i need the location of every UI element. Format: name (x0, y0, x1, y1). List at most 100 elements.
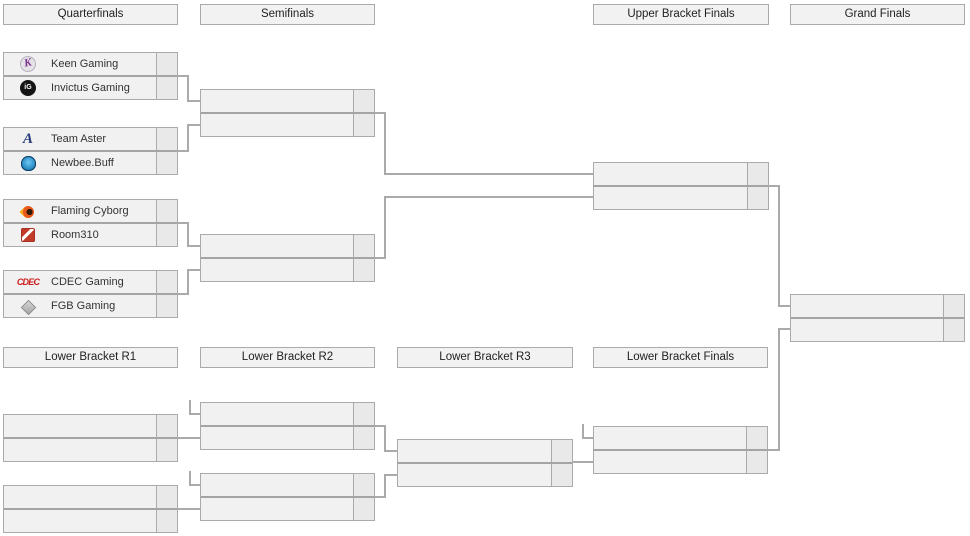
match-lower-r1-1 (3, 414, 178, 462)
match-quarterfinal-1: K Keen Gaming iG Invictus Gaming (3, 52, 178, 100)
match-lower-r2-2 (200, 473, 375, 521)
empty-team-slot (398, 440, 572, 464)
score-cell (353, 259, 374, 281)
header-lower-bracket-r1: Lower Bracket R1 (3, 347, 178, 368)
empty-team-slot (594, 187, 768, 209)
connector-line (375, 112, 386, 114)
team-slot-cdec-gaming[interactable]: CDEC CDEC Gaming (4, 271, 177, 295)
empty-team-slot (594, 427, 767, 451)
connector-line (384, 196, 386, 259)
empty-team-slot (201, 259, 374, 281)
empty-team-slot (201, 427, 374, 449)
icon-wrap (11, 155, 45, 171)
score-cell (156, 200, 177, 222)
header-lower-bracket-r2: Lower Bracket R2 (200, 347, 375, 368)
connector-line (573, 461, 593, 463)
score-cell (156, 224, 177, 246)
connector-line (187, 245, 200, 247)
score-cell (156, 415, 177, 437)
team-aster-icon: A (22, 131, 33, 147)
empty-team-slot (791, 319, 964, 341)
flaming-cyborg-icon (19, 203, 37, 221)
score-cell (353, 474, 374, 496)
connector-line (189, 413, 200, 415)
match-quarterfinal-3: Flaming Cyborg Room310 (3, 199, 178, 247)
team-name: FGB Gaming (51, 300, 116, 312)
icon-wrap: iG (11, 80, 45, 96)
score-cell (746, 451, 767, 473)
connector-line (187, 124, 200, 126)
match-lower-r2-1 (200, 402, 375, 450)
header-lower-bracket-r3: Lower Bracket R3 (397, 347, 573, 368)
connector-line (384, 173, 593, 175)
empty-team-slot (594, 163, 768, 187)
room310-icon (21, 228, 35, 242)
team-slot-keen-gaming[interactable]: K Keen Gaming (4, 53, 177, 77)
empty-team-slot (201, 498, 374, 520)
connector-line (384, 196, 593, 198)
connector-line (189, 471, 191, 486)
team-slot-room310[interactable]: Room310 (4, 224, 177, 246)
match-grand-finals (790, 294, 965, 342)
team-name: Room310 (51, 229, 99, 241)
connector-line (384, 425, 386, 452)
match-upper-bracket-finals (593, 162, 769, 210)
connector-line (375, 425, 386, 427)
match-semifinal-2 (200, 234, 375, 282)
connector-line (187, 75, 189, 102)
empty-team-slot (201, 90, 374, 114)
icon-wrap: CDEC (11, 274, 45, 290)
match-lower-r3 (397, 439, 573, 487)
connector-line (178, 437, 200, 439)
score-cell (156, 53, 177, 75)
newbee-buff-icon (20, 155, 36, 171)
score-cell (156, 128, 177, 150)
connector-line (187, 100, 200, 102)
team-name: CDEC Gaming (51, 276, 124, 288)
keen-gaming-icon: K (18, 54, 38, 74)
connector-line (769, 185, 780, 187)
team-slot-flaming-cyborg[interactable]: Flaming Cyborg (4, 200, 177, 224)
icon-wrap (11, 203, 45, 221)
team-slot-invictus-gaming[interactable]: iG Invictus Gaming (4, 77, 177, 99)
score-cell (943, 319, 964, 341)
empty-team-slot (594, 451, 767, 473)
connector-line (187, 222, 189, 247)
connector-line (384, 450, 397, 452)
connector-line (768, 449, 780, 451)
score-cell (353, 235, 374, 257)
header-semifinals: Semifinals (200, 4, 375, 25)
score-cell (156, 271, 177, 293)
empty-team-slot (398, 464, 572, 486)
team-name: Keen Gaming (51, 58, 119, 70)
empty-team-slot (4, 486, 177, 510)
match-quarterfinal-2: A Team Aster Newbee.Buff (3, 127, 178, 175)
connector-line (178, 222, 189, 224)
connector-line (187, 124, 189, 152)
match-quarterfinal-4: CDEC CDEC Gaming FGB Gaming (3, 270, 178, 318)
header-quarterfinals: Quarterfinals (3, 4, 178, 25)
team-name: Team Aster (51, 133, 107, 145)
icon-wrap: K (11, 54, 45, 74)
team-name: Newbee.Buff (51, 157, 114, 169)
empty-team-slot (791, 295, 964, 319)
connector-line (582, 437, 593, 439)
icon-wrap: A (11, 131, 45, 147)
team-slot-fgb-gaming[interactable]: FGB Gaming (4, 295, 177, 317)
score-cell (747, 187, 768, 209)
score-cell (551, 464, 572, 486)
connector-line (178, 293, 189, 295)
match-lower-r1-2 (3, 485, 178, 533)
empty-team-slot (4, 439, 177, 461)
connector-line (375, 496, 386, 498)
score-cell (353, 427, 374, 449)
score-cell (156, 510, 177, 532)
team-slot-team-aster[interactable]: A Team Aster (4, 128, 177, 152)
connector-line (778, 328, 780, 451)
score-cell (353, 498, 374, 520)
match-lower-bracket-finals (593, 426, 768, 474)
score-cell (353, 114, 374, 136)
connector-line (778, 305, 790, 307)
header-lower-bracket-finals: Lower Bracket Finals (593, 347, 768, 368)
team-slot-newbee-buff[interactable]: Newbee.Buff (4, 152, 177, 174)
